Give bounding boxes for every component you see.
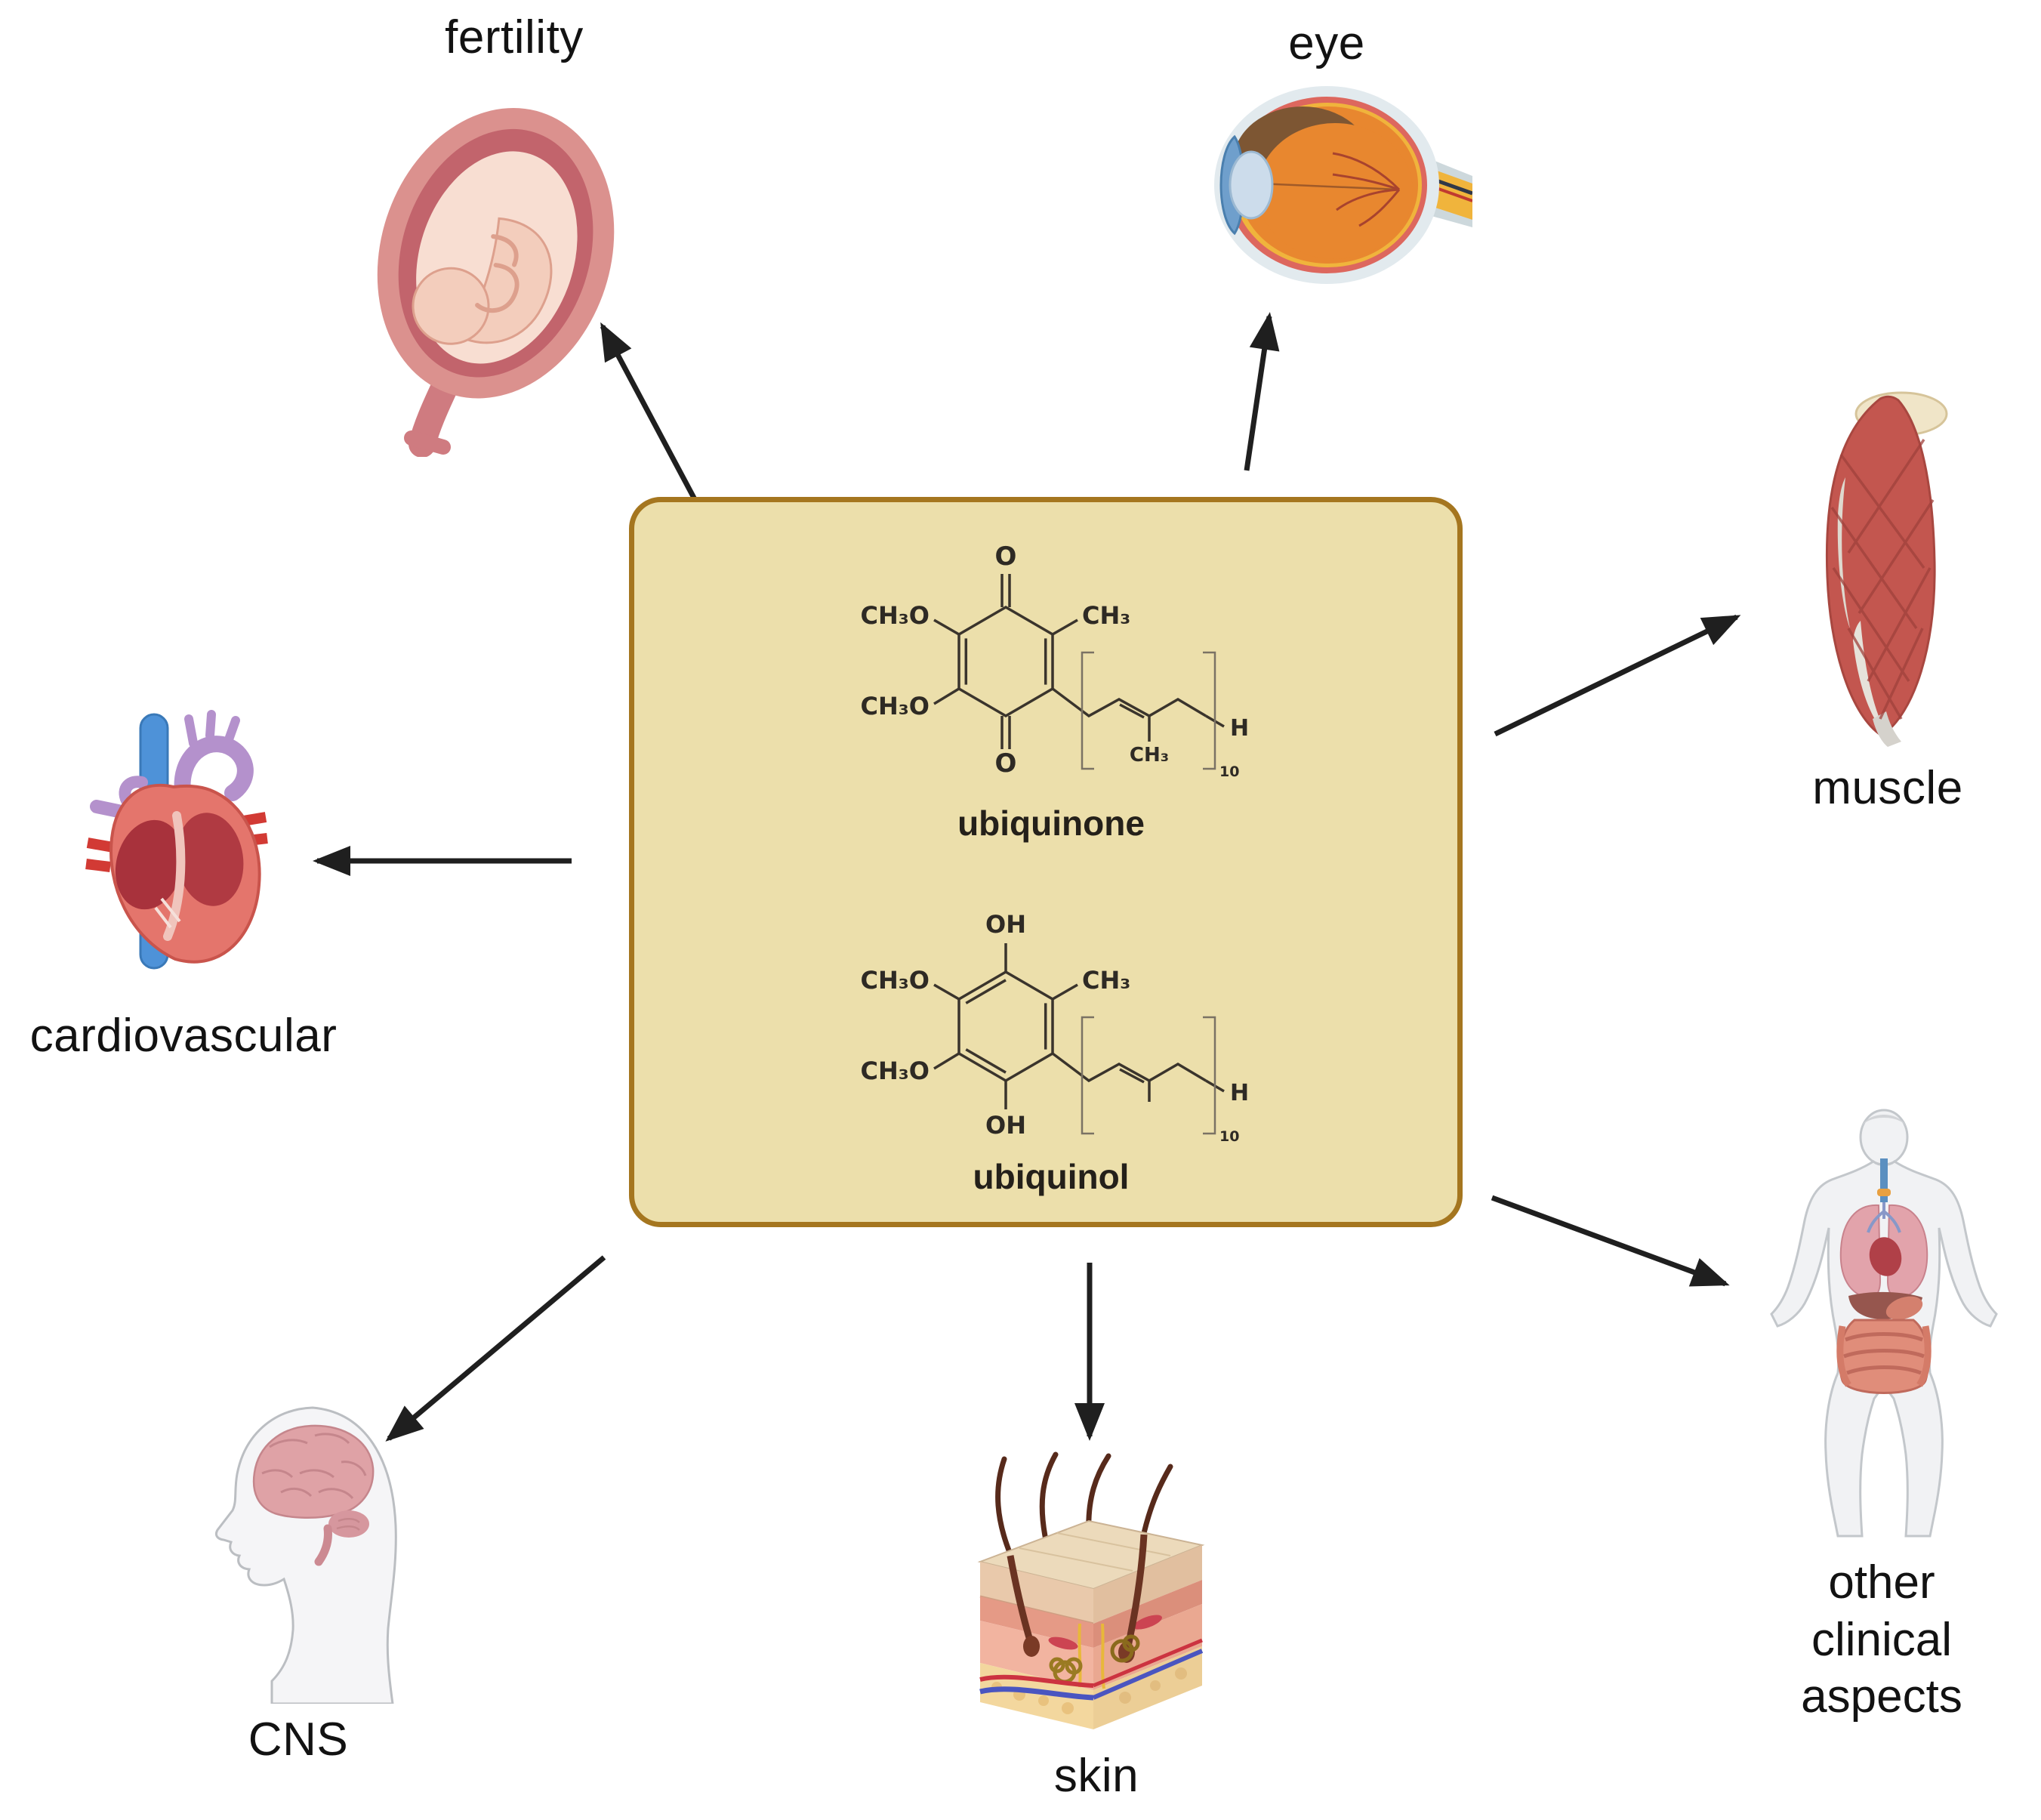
ubiquinone-carbonyl-bottom: O — [995, 748, 1017, 779]
cardiovascular-label: cardiovascular — [29, 1010, 338, 1062]
ubiquinone-methoxy-bottom: CH₃O — [861, 692, 930, 720]
fertility-label: fertility — [445, 11, 584, 63]
heart-icon — [85, 710, 268, 970]
arrow-to-eye — [1244, 312, 1280, 471]
ubiquinol-structure: OH OH CH₃O CH₃O CH₃ H 10 — [861, 910, 1250, 1145]
cns-head-brain-icon — [214, 1406, 397, 1704]
ubiquinone-name: ubiquinone — [957, 804, 1145, 843]
arrow-to-fertility — [600, 322, 704, 514]
ubiquinol-hydroxyl-bottom: OH — [985, 1111, 1026, 1140]
eye-icon — [1214, 86, 1472, 284]
ubiquinol-name: ubiquinol — [973, 1157, 1130, 1196]
muscle-icon — [1825, 391, 1948, 747]
fertility-uterus-icon — [377, 108, 615, 457]
cns-label: CNS — [248, 1714, 349, 1766]
ubiquinol-methoxy-bottom: CH₃O — [861, 1057, 930, 1085]
arrow-to-other-clinical — [1491, 1195, 1730, 1287]
other-clinical-label-line2: aspects — [1801, 1670, 1962, 1723]
other-clinical-label-line1: other clinical — [1811, 1556, 1953, 1666]
arrow-to-muscle — [1494, 614, 1741, 737]
ubiquinone-chain-h: H — [1230, 715, 1249, 742]
eye-label: eye — [1288, 17, 1365, 69]
muscle-label: muscle — [1812, 762, 1963, 814]
ubiquinone-structure: O O CH₃ CH₃O CH₃O CH₃ H 10 — [861, 541, 1250, 780]
ubiquinone-ring-methyl: CH₃ — [1082, 601, 1130, 630]
ubiquinol-ring-methyl: CH₃ — [1082, 966, 1130, 995]
skin-label: skin — [1053, 1750, 1139, 1802]
body-organs-icon — [1770, 1109, 1998, 1538]
structures-panel: O O CH₃ CH₃O CH₃O CH₃ H 10 ubiquinone — [629, 497, 1463, 1227]
ubiquinol-repeat-count: 10 — [1219, 1128, 1239, 1145]
ubiquinone-chain-methyl: CH₃ — [1130, 744, 1169, 767]
ubiquinol-methoxy-top: CH₃O — [861, 966, 930, 995]
ubiquinol-hydroxyl-top: OH — [985, 910, 1026, 939]
ubiquinone-methoxy-top: CH₃O — [861, 601, 930, 630]
skin-icon — [977, 1451, 1205, 1729]
other-clinical-label: other clinical aspects — [1801, 1554, 1962, 1726]
ubiquinone-carbonyl-top: O — [995, 541, 1017, 572]
ubiquinol-chain-h: H — [1230, 1080, 1249, 1106]
ubiquinone-repeat-count: 10 — [1219, 763, 1239, 780]
arrow-to-cns — [385, 1255, 606, 1442]
